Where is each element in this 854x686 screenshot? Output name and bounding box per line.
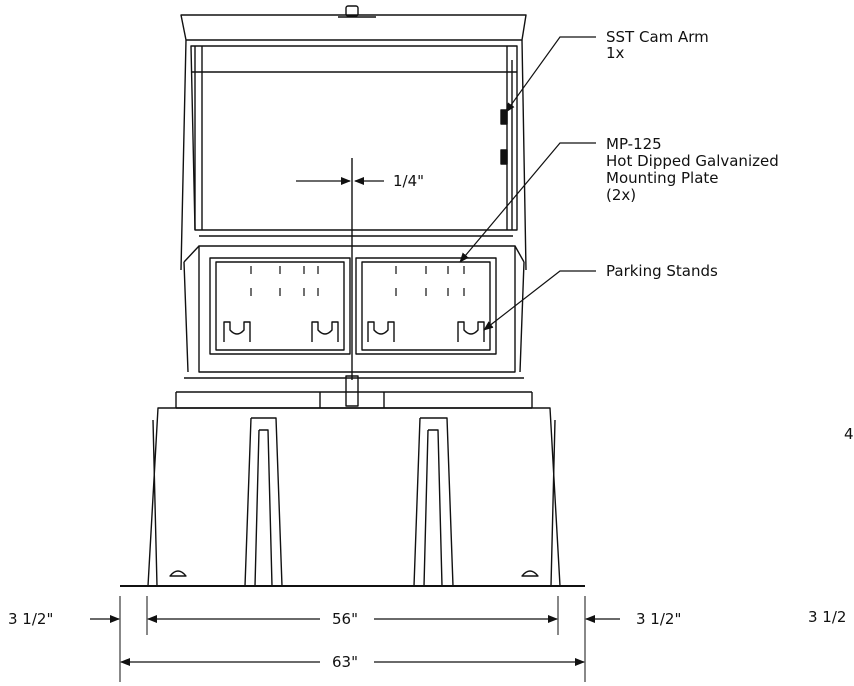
right-offset-dimension: 3 1/2" bbox=[636, 610, 682, 628]
cam-arm-leader bbox=[505, 36, 596, 113]
parking-stand bbox=[223, 321, 251, 342]
center-latch bbox=[319, 375, 385, 408]
base-bolt bbox=[169, 570, 539, 577]
plate-description-line1: Hot Dipped Galvanized bbox=[606, 152, 779, 170]
plate-slots bbox=[250, 266, 465, 296]
parking-stand bbox=[457, 321, 485, 342]
edge-partial-label-2: 3 1/2 bbox=[808, 608, 847, 626]
overall-width-dimension: 63" bbox=[332, 653, 358, 671]
left-offset-dimension: 3 1/2" bbox=[8, 610, 54, 628]
gap-dimension: 1/4" bbox=[393, 172, 425, 190]
base-shell bbox=[147, 407, 561, 587]
dimension-extension-lines bbox=[119, 596, 586, 682]
cam-arm-title: SST Cam Arm bbox=[606, 28, 709, 46]
mounting-plate-right bbox=[355, 257, 497, 355]
plate-quantity: (2x) bbox=[606, 186, 637, 204]
cam-arm-quantity: 1x bbox=[606, 44, 625, 62]
parking-stand bbox=[367, 321, 395, 342]
parking-stand bbox=[311, 321, 339, 342]
inner-width-dimension: 56" bbox=[332, 610, 358, 628]
parking-stands-label: Parking Stands bbox=[606, 262, 718, 280]
plate-model: MP-125 bbox=[606, 135, 662, 153]
mounting-plate-left bbox=[209, 257, 351, 355]
cam-arm bbox=[500, 109, 508, 165]
mounting-plate-leader bbox=[459, 142, 596, 263]
lid-latch bbox=[338, 5, 376, 18]
edge-partial-label-1: 4 bbox=[844, 425, 854, 443]
plate-description-line2: Mounting Plate bbox=[606, 169, 719, 187]
lid bbox=[180, 14, 527, 271]
parking-stands-leader bbox=[483, 270, 596, 331]
